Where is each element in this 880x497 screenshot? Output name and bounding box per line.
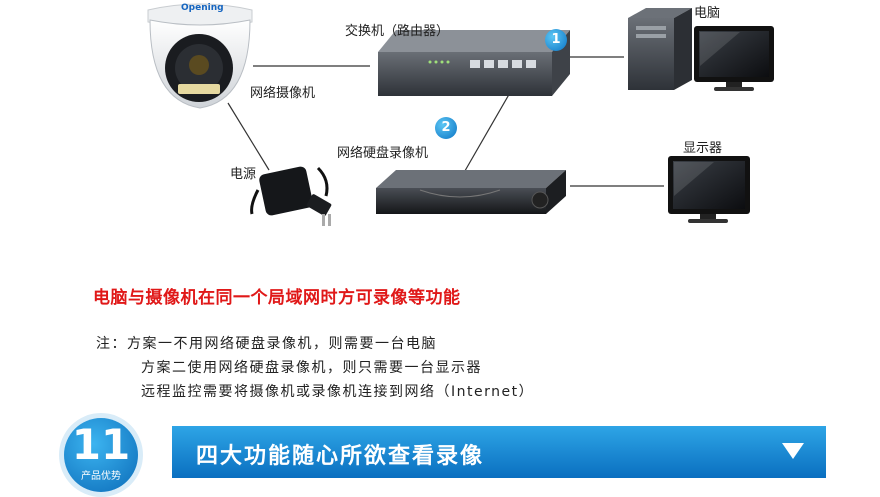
ipc-label: 网络摄像机 <box>250 86 316 101</box>
note-line-3: 远程监控需要将摄像机或录像机连接到网络（Internet） <box>141 384 535 400</box>
step-marker-1: 1 <box>545 29 567 51</box>
monitor-label: 显示器 <box>683 141 723 156</box>
computer-label: 电脑 <box>694 6 721 21</box>
badge-number: 11 <box>71 420 131 469</box>
power-label: 电源 <box>230 167 257 182</box>
chevron-down-icon[interactable] <box>782 443 804 459</box>
advantage-badge: 11 产品优势 <box>64 418 138 492</box>
line-switch-nvr <box>461 83 516 177</box>
line-camera-power <box>227 102 270 171</box>
banner-title: 四大功能随心所欲查看录像 <box>196 444 485 469</box>
power-adapter <box>250 166 332 226</box>
network-switch <box>378 30 570 96</box>
connection-lines <box>227 56 664 187</box>
network-diagram <box>147 3 774 226</box>
nvr-label: 网络硬盘录像机 <box>337 146 429 161</box>
step-marker-2: 2 <box>435 117 457 139</box>
note-line-2: 方案二使用网络硬盘录像机，则只需要一台显示器 <box>141 360 482 376</box>
note-line-1: 注：方案一不用网络硬盘录像机，则需要一台电脑 <box>96 336 437 352</box>
switch-label: 交换机（路由器） <box>345 24 450 39</box>
badge-caption: 产品优势 <box>81 471 121 482</box>
nvr-recorder <box>376 170 566 214</box>
computer <box>628 8 774 91</box>
monitor <box>668 156 750 223</box>
dome-camera <box>147 3 253 109</box>
headline: 电脑与摄像机在同一个局域网时方可录像等功能 <box>93 288 461 308</box>
camera-brand: Opening <box>181 3 224 13</box>
feature-banner: 四大功能随心所欲查看录像 <box>172 426 826 478</box>
